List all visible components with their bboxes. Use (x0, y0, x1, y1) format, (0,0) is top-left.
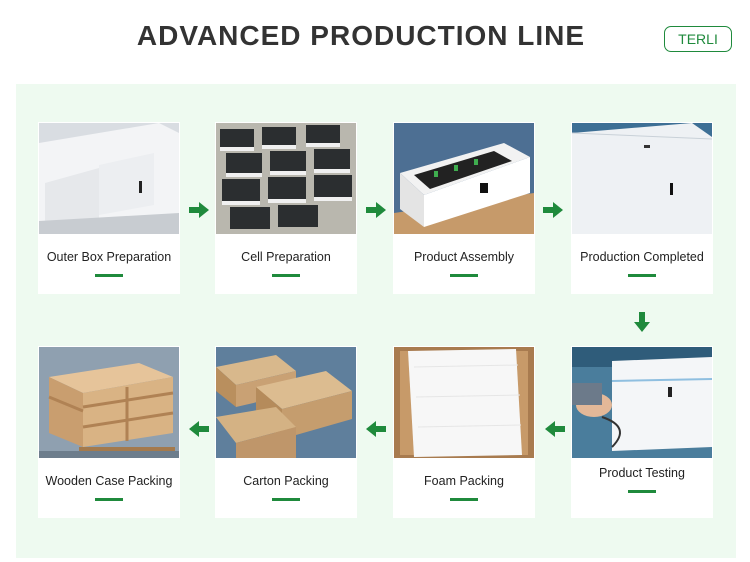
step-product-assembly: Product Assembly (393, 122, 535, 294)
label-underline (95, 274, 123, 277)
production-completed-photo (572, 123, 712, 234)
outer-box-photo (39, 123, 179, 234)
arrow-down-icon (634, 312, 650, 332)
arrow-left-icon (545, 421, 565, 437)
step-label: Cell Preparation (241, 250, 331, 264)
label-underline (95, 498, 123, 501)
arrow-left-icon (366, 421, 386, 437)
arrow-right-icon (543, 202, 563, 218)
step-label: Wooden Case Packing (45, 474, 173, 488)
foam-packing-photo (394, 347, 534, 458)
label-underline (272, 498, 300, 501)
step-label: Outer Box Preparation (46, 250, 172, 264)
product-assembly-photo (394, 123, 534, 234)
arrow-right-icon (189, 202, 209, 218)
step-product-testing: Product Testing (571, 346, 713, 518)
cell-preparation-photo (216, 123, 356, 234)
step-outer-box-preparation: Outer Box Preparation (38, 122, 180, 294)
page-title: ADVANCED PRODUCTION LINE (136, 20, 586, 51)
label-underline (450, 274, 478, 277)
label-underline (272, 274, 300, 277)
arrow-right-icon (366, 202, 386, 218)
brand-badge: TERLI (664, 26, 732, 52)
step-wooden-case-packing: Wooden Case Packing (38, 346, 180, 518)
step-label: Carton Packing (243, 474, 329, 488)
step-label: Foam Packing (424, 474, 504, 488)
step-carton-packing: Carton Packing (215, 346, 357, 518)
arrow-left-icon (189, 421, 209, 437)
carton-packing-photo (216, 347, 356, 458)
wooden-case-photo (39, 347, 179, 458)
step-label: Production Completed (580, 250, 704, 264)
step-label: Product Testing (599, 466, 685, 480)
label-underline (628, 490, 656, 493)
production-flow-panel: Outer Box Preparation Cell (16, 84, 736, 558)
step-foam-packing: Foam Packing (393, 346, 535, 518)
label-underline (450, 498, 478, 501)
step-production-completed: Production Completed (571, 122, 713, 294)
step-label: Product Assembly (413, 250, 515, 264)
step-cell-preparation: Cell Preparation (215, 122, 357, 294)
product-testing-photo (572, 347, 712, 458)
label-underline (628, 274, 656, 277)
